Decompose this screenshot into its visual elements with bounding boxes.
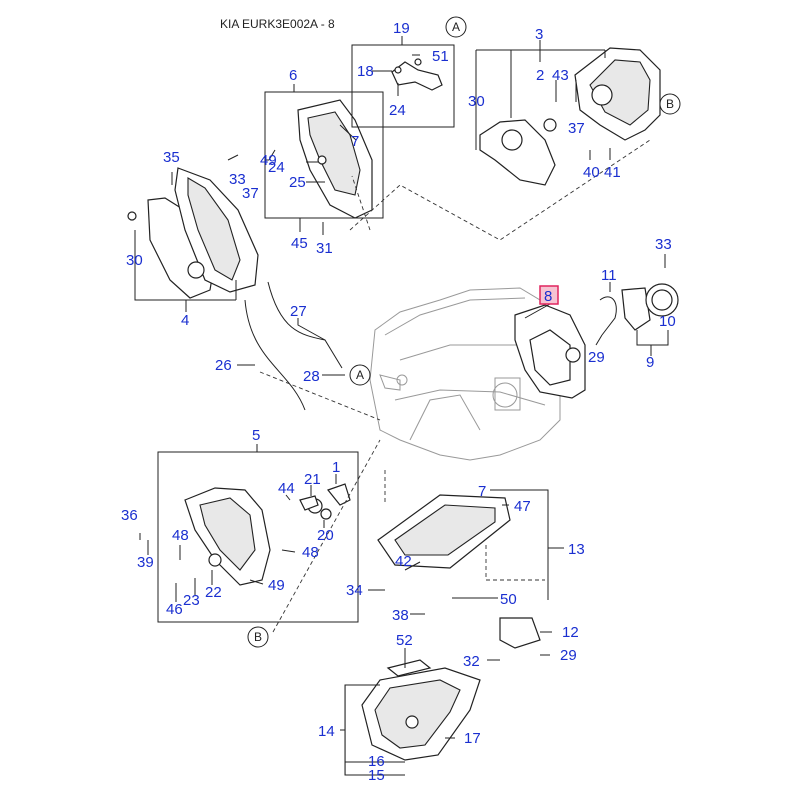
svg-text:B: B (254, 630, 262, 644)
callout-7[interactable]: 7 (351, 133, 359, 150)
callout-33[interactable]: 33 (655, 236, 672, 253)
reference-leaders (259, 139, 651, 633)
rear-plate-part-8 (514, 303, 586, 399)
callout-7[interactable]: 7 (478, 483, 486, 500)
callout-37[interactable]: 37 (568, 120, 585, 137)
callout-43[interactable]: 43 (552, 67, 569, 84)
svg-text:8: 8 (544, 288, 552, 305)
callout-12[interactable]: 12 (562, 624, 579, 641)
callout-51[interactable]: 51 (432, 48, 449, 65)
callout-39[interactable]: 39 (137, 554, 154, 571)
callout-23[interactable]: 23 (183, 592, 200, 609)
callout-5[interactable]: 5 (252, 427, 260, 444)
callout-34[interactable]: 34 (346, 582, 363, 599)
callout-48[interactable]: 48 (302, 544, 319, 561)
callout-14[interactable]: 14 (318, 723, 335, 740)
callout-20[interactable]: 20 (317, 527, 334, 544)
timing-cover-part-4 (127, 167, 259, 299)
callout-41[interactable]: 41 (604, 164, 621, 181)
callout-26[interactable]: 26 (215, 357, 232, 374)
reference-marker-a-top: A (445, 16, 467, 38)
callout-10[interactable]: 10 (659, 313, 676, 330)
callout-49[interactable]: 49 (268, 577, 285, 594)
callout-30[interactable]: 30 (468, 93, 485, 110)
callout-13[interactable]: 13 (568, 541, 585, 558)
callout-22[interactable]: 22 (205, 584, 222, 601)
callout-19[interactable]: 19 (393, 20, 410, 37)
callout-15[interactable]: 15 (368, 767, 385, 784)
callout-28[interactable]: 28 (303, 368, 320, 385)
lower-case-part-13 (377, 494, 541, 649)
oil-seal-part-9-10-11 (599, 283, 679, 336)
reference-marker-b-bottom: B (247, 626, 269, 648)
callout-4[interactable]: 4 (181, 312, 189, 329)
callout-16[interactable]: 16 (368, 753, 385, 770)
diagram-title: KIA EURK3E002A - 8 (220, 17, 335, 31)
cover-part-6 (297, 99, 373, 219)
reference-marker-a-mid: A (349, 364, 371, 386)
callout-37[interactable]: 37 (242, 185, 259, 202)
callout-52[interactable]: 52 (396, 632, 413, 649)
callout-35[interactable]: 35 (163, 149, 180, 166)
leader-lines (134, 36, 669, 776)
callout-29[interactable]: 29 (560, 647, 577, 664)
callout-24[interactable]: 24 (268, 159, 285, 176)
callout-47[interactable]: 47 (514, 498, 531, 515)
callout-11[interactable]: 11 (601, 267, 617, 284)
bracket-part-19 (391, 58, 443, 91)
svg-text:B: B (666, 97, 674, 111)
highlighted-callout-8[interactable]: 8 (539, 285, 559, 305)
callout-31[interactable]: 31 (316, 240, 333, 257)
svg-text:A: A (356, 368, 364, 382)
callout-48[interactable]: 48 (172, 527, 189, 544)
callout-25[interactable]: 25 (289, 174, 306, 191)
callout-33[interactable]: 33 (229, 171, 246, 188)
callout-27[interactable]: 27 (290, 303, 307, 320)
oil-pump-case-part-5 (184, 483, 351, 586)
callout-2[interactable]: 2 (536, 67, 544, 84)
reference-marker-b-top: B (659, 93, 681, 115)
callout-36[interactable]: 36 (121, 507, 138, 524)
svg-text:A: A (452, 20, 460, 34)
callout-17[interactable]: 17 (464, 730, 481, 747)
callout-18[interactable]: 18 (357, 63, 374, 80)
callout-44[interactable]: 44 (278, 480, 295, 497)
callout-29[interactable]: 29 (588, 349, 605, 366)
callout-32[interactable]: 32 (463, 653, 480, 670)
callout-21[interactable]: 21 (304, 471, 321, 488)
callout-3[interactable]: 3 (535, 26, 543, 43)
callout-30[interactable]: 30 (126, 252, 143, 269)
callout-49[interactable]: 49 (260, 152, 277, 169)
callout-46[interactable]: 46 (166, 601, 183, 618)
engine-block (369, 287, 561, 461)
dipstick-part-26-27 (244, 281, 343, 411)
callout-9[interactable]: 9 (646, 354, 654, 371)
callout-38[interactable]: 38 (392, 607, 409, 624)
callout-6[interactable]: 6 (289, 67, 297, 84)
callout-50[interactable]: 50 (500, 591, 517, 608)
callout-24[interactable]: 24 (389, 102, 406, 119)
oil-pan-part-14 (361, 659, 481, 761)
callout-42[interactable]: 42 (395, 553, 412, 570)
callout-40[interactable]: 40 (583, 164, 600, 181)
callout-45[interactable]: 45 (291, 235, 308, 252)
callout-1[interactable]: 1 (332, 459, 340, 476)
front-case-part-3 (479, 47, 661, 186)
